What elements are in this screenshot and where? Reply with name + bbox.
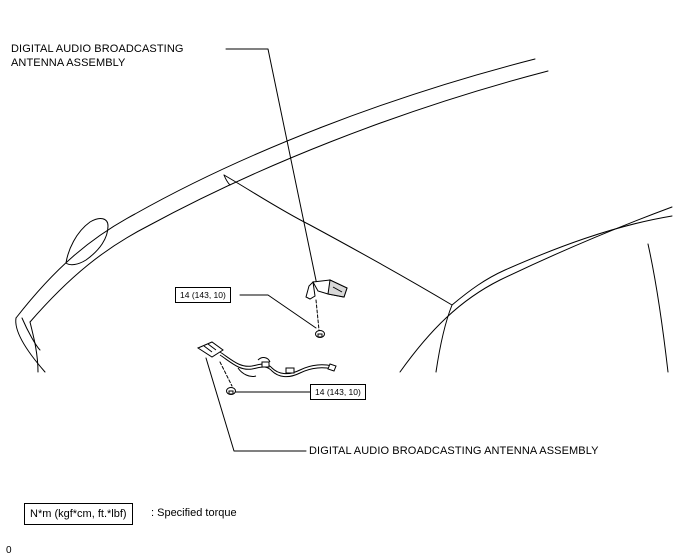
legend-description: : Specified torque [151, 507, 237, 519]
door-frame-inner [451, 215, 673, 306]
lower-assembly-label: DIGITAL AUDIO BROADCASTING ANTENNA ASSEM… [309, 445, 599, 457]
bolt-upper [315, 330, 325, 338]
upper-assembly-label-line1: DIGITAL AUDIO BROADCASTING [11, 43, 184, 55]
door-frame-outer [399, 206, 673, 373]
dash-line [21, 317, 41, 351]
bolt-axis-lower [219, 361, 233, 387]
side-mirror [65, 218, 109, 266]
antenna-amplifier [305, 279, 348, 300]
leader-lower-assembly [205, 357, 307, 452]
torque-value-upper: 14 (143, 10) [175, 287, 231, 303]
pillar-inner-line [29, 321, 39, 373]
roof-outer-line [15, 58, 536, 319]
roof-inner-line [29, 70, 549, 323]
leader-upper-assembly [225, 48, 319, 291]
door-edge-line [435, 304, 453, 373]
upper-assembly-label-line2: ANTENNA ASSEMBLY [11, 57, 126, 69]
bolt-axis-upper [315, 299, 320, 331]
leader-torque-upper [239, 294, 317, 329]
pillar-front-line [15, 317, 46, 373]
legend-unit-box: N*m (kgf*cm, ft.*lbf) [24, 503, 133, 525]
b-pillar-line [647, 243, 669, 373]
windshield-top-line [223, 174, 453, 306]
bolt-lower [226, 387, 236, 395]
torque-value-lower: 14 (143, 10) [310, 384, 366, 400]
figure-id: 0 [6, 545, 12, 556]
antenna-wire-harness [196, 341, 337, 378]
windshield-lower-line [223, 174, 231, 186]
